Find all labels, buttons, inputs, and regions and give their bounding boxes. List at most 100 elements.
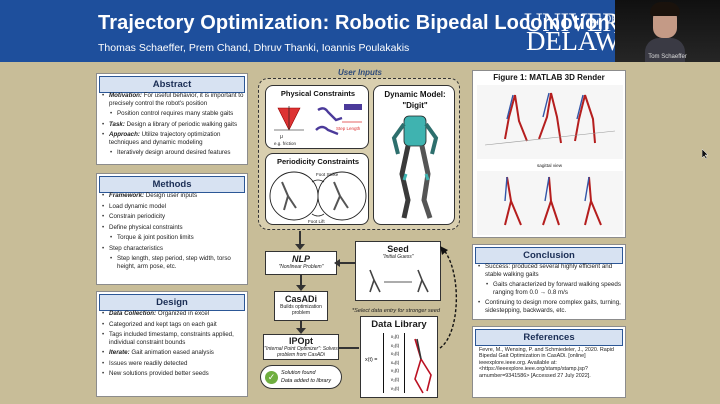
render-walker-2 — [538, 92, 562, 144]
foot-sketch — [344, 104, 362, 110]
presenter-name: Tom Schaeffer — [648, 54, 687, 60]
bullet-item: Continuing to design more complex gaits,… — [477, 299, 623, 314]
dynamic-model-box: Dynamic Model: "Digit" — [373, 85, 455, 225]
state-entry: v₃(t) — [390, 385, 400, 391]
step-length-label: Step Length — [336, 126, 361, 131]
poster-title: Trajectory Optimization: Robotic Bipedal… — [98, 12, 610, 34]
matlab-render: sagittal view — [477, 85, 623, 235]
robot-leg-sketch-2 — [315, 125, 339, 136]
data-library-title: Data Library — [371, 319, 427, 330]
arrow-to-casadi — [296, 285, 306, 291]
digit-robot-image — [391, 115, 439, 219]
gait-cycle-circle-1 — [269, 171, 319, 221]
digit-torso — [403, 115, 427, 147]
digit-knee-covers — [402, 173, 430, 181]
presenter-shirt — [645, 38, 685, 62]
render-blue-links — [506, 92, 584, 120]
digit-left-leg — [399, 145, 411, 219]
digit-left-arm — [391, 122, 406, 155]
feedback-dashed-arrow — [439, 246, 458, 349]
arrow-to-ipopt — [296, 328, 306, 334]
abstract-heading: Abstract — [99, 76, 245, 93]
sagittal-walker-1 — [504, 176, 522, 226]
bullet-item: Issues were readily detected — [101, 360, 245, 368]
physical-constraints-box: Physical Constraints μ e.g. friction Ste… — [265, 85, 369, 149]
methods-heading: Methods — [99, 176, 245, 193]
periodicity-constraints-box: Periodicity Constraints Foot Strike Foot… — [265, 153, 369, 225]
sagittal-walker-2 — [542, 176, 560, 226]
state-vector: x₁(t)x₂(t)x₃(t)x₄(t)v₁(t)v₂(t)v₃(t) — [383, 333, 405, 394]
bullet-label: Iterate: — [109, 349, 130, 356]
bullet-item: Position control requires many stable ga… — [101, 110, 245, 118]
feedback-curve — [439, 249, 458, 349]
walker-sketch-2 — [333, 181, 349, 211]
bullet-label: Framework: — [109, 192, 145, 199]
solution-found-badge: ✓ Solution found Data added to library — [260, 365, 342, 389]
physical-constraints-illustration: μ e.g. friction Step Length — [274, 104, 362, 146]
figure1-heading: Figure 1: MATLAB 3D Render — [493, 73, 605, 82]
arrow-to-ipopt-stem — [300, 321, 302, 329]
bullet-item: Data Collection: Organized in excel — [101, 310, 245, 318]
arrow-to-casadi-stem — [300, 275, 302, 285]
robot-leg-sketch-1 — [317, 107, 343, 122]
bullet-item: Torque & joint position limits — [101, 234, 245, 242]
render-walker-1 — [504, 94, 528, 142]
seed-title: Seed — [387, 244, 409, 254]
seed-walker-2 — [417, 269, 429, 293]
title-banner — [0, 0, 720, 62]
library-walker-red — [414, 338, 432, 394]
bullet-item: Step length, step period, step width, to… — [101, 255, 245, 270]
bullet-item: Constrain periodicity — [101, 213, 245, 221]
seed-to-nlp-arrow — [337, 262, 355, 264]
arrow-to-nlp — [295, 244, 305, 250]
bullet-item: Define physical constraints — [101, 224, 245, 232]
library-walker-sketch — [414, 338, 432, 394]
ipopt-box: IPOpt "Internal Point Optimizer": Solves… — [263, 334, 339, 360]
check-icon: ✓ — [265, 371, 278, 384]
nlp-title: NLP — [292, 254, 310, 264]
state-entry: v₁(t) — [390, 368, 400, 374]
ipopt-to-library-arrow — [339, 347, 359, 349]
bullet-item: Step characteristics — [101, 245, 245, 253]
design-panel: Design Data Collection: Organized in exc… — [96, 291, 248, 397]
seed-walker-1 — [369, 269, 381, 293]
state-entry: x₂(t) — [390, 342, 400, 348]
figure1-panel: Figure 1: MATLAB 3D Render sagittal view — [472, 70, 626, 238]
bullet-item: Framework: Design user inputs — [101, 192, 245, 200]
sagittal-blue-links — [504, 176, 590, 202]
select-note: *Select data entry for stronger seed — [352, 308, 440, 314]
data-library-box: Data Library x(t) = x₁(t) x₂(t) x₃(t) x₄(t)… — [360, 316, 438, 398]
state-entry: x₁(t) — [390, 334, 400, 339]
bullet-label: Approach: — [109, 131, 140, 138]
poster-authors: Thomas Schaeffer, Prem Chand, Dhruv Than… — [98, 42, 410, 54]
state-entry: x₃(t) — [390, 351, 400, 357]
bullet-item: Gaits characterized by forward walking s… — [477, 281, 623, 296]
library-walker-torso — [416, 338, 422, 360]
digit-right-arm — [424, 122, 439, 155]
bullet-item: New solutions provided better seeds — [101, 370, 245, 378]
bullet-label: Motivation: — [109, 92, 142, 99]
render-ground — [484, 130, 616, 146]
conclusion-list: Success: produced several highly efficie… — [477, 263, 623, 317]
casadi-subtitle: Builds optimization problem — [280, 304, 322, 316]
render-walker-3 — [574, 94, 596, 144]
mouse-cursor-icon — [702, 149, 709, 159]
friction-label: e.g. friction — [274, 141, 297, 146]
cycle-arrow-top — [311, 179, 325, 183]
bullet-item: Success: produced several highly efficie… — [477, 263, 623, 278]
cycle-arrow-bottom — [311, 213, 325, 217]
abstract-list: Motivation: For useful behavior, it is i… — [101, 92, 245, 160]
x-of-t-label: x(t) = — [365, 357, 378, 363]
bullet-label: Data Collection: — [109, 310, 157, 317]
state-entry: x₄(t) — [390, 359, 400, 365]
nlp-subtitle: "Nonlinear Problem" — [278, 264, 324, 270]
abstract-panel: Abstract Motivation: For useful behavior… — [96, 73, 248, 165]
methods-panel: Methods Framework: Design user inputsLoa… — [96, 173, 248, 285]
bullet-item: Categorized and kept tags on each gait — [101, 321, 245, 329]
physical-constraints-title: Physical Constraints — [280, 89, 356, 98]
seed-illustration — [369, 269, 429, 293]
seed-arrow-head — [334, 259, 340, 267]
references-panel: References Fevre, M., Wensing, P. and Sc… — [472, 326, 626, 398]
presenter-hair — [650, 2, 680, 16]
